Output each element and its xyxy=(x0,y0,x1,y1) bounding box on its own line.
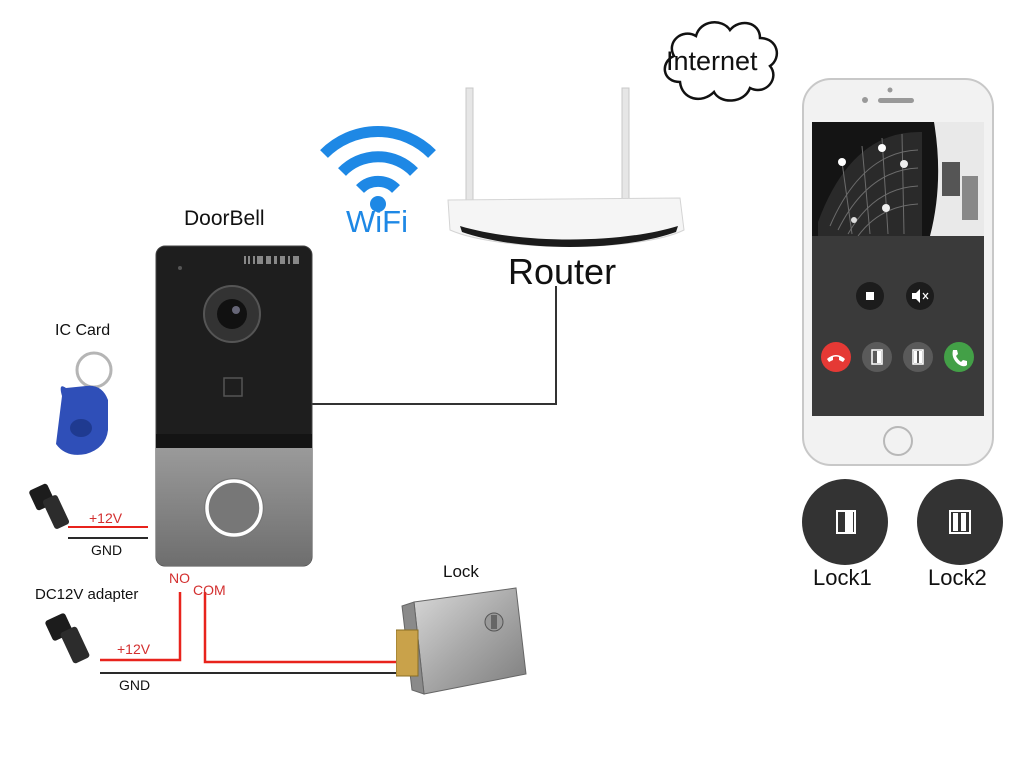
lock1-button[interactable] xyxy=(801,478,889,566)
power-adapter-icon xyxy=(29,483,70,529)
lock2-button[interactable] xyxy=(916,478,1004,566)
wifi-icon xyxy=(320,126,436,212)
doorbell-device xyxy=(155,245,313,567)
dc-adapter-label: DC12V adapter xyxy=(35,586,139,603)
cloud-icon xyxy=(663,21,779,102)
network-cable xyxy=(312,286,557,405)
electric-lock-icon xyxy=(396,587,527,695)
answer-button xyxy=(944,342,974,372)
router-label: Router xyxy=(508,251,617,292)
doorbell-label: DoorBell xyxy=(184,207,265,230)
com-terminal-label: COM xyxy=(193,582,226,598)
gnd-top-label: GND xyxy=(91,542,123,558)
brand-logo xyxy=(244,256,299,264)
unlock-button-1 xyxy=(862,342,892,372)
lock1-label: Lock1 xyxy=(813,565,872,590)
unlock-button-2 xyxy=(903,342,933,372)
stop-button xyxy=(856,282,884,310)
ic-card-label: IC Card xyxy=(55,322,111,339)
app-controls xyxy=(821,282,974,372)
plus12v-top-label: +12V xyxy=(89,510,123,526)
plus12v-bottom-label: +12V xyxy=(117,641,151,657)
router-image xyxy=(447,87,685,247)
wifi-label: WiFi xyxy=(346,204,408,239)
wire-12v-bottom xyxy=(100,592,182,662)
internet-label: Internet xyxy=(666,46,758,76)
rfid-keyfob-icon xyxy=(56,351,113,455)
power-adapter-icon xyxy=(45,613,90,664)
no-terminal-label: NO xyxy=(169,570,190,586)
lock2-label: Lock2 xyxy=(928,565,987,590)
camera-feed-image xyxy=(812,122,984,236)
hang-up-button xyxy=(821,342,851,372)
mute-button xyxy=(906,282,934,310)
gnd-bottom-label: GND xyxy=(119,677,151,693)
lock-label: Lock xyxy=(443,562,479,581)
wire-com xyxy=(203,592,410,664)
